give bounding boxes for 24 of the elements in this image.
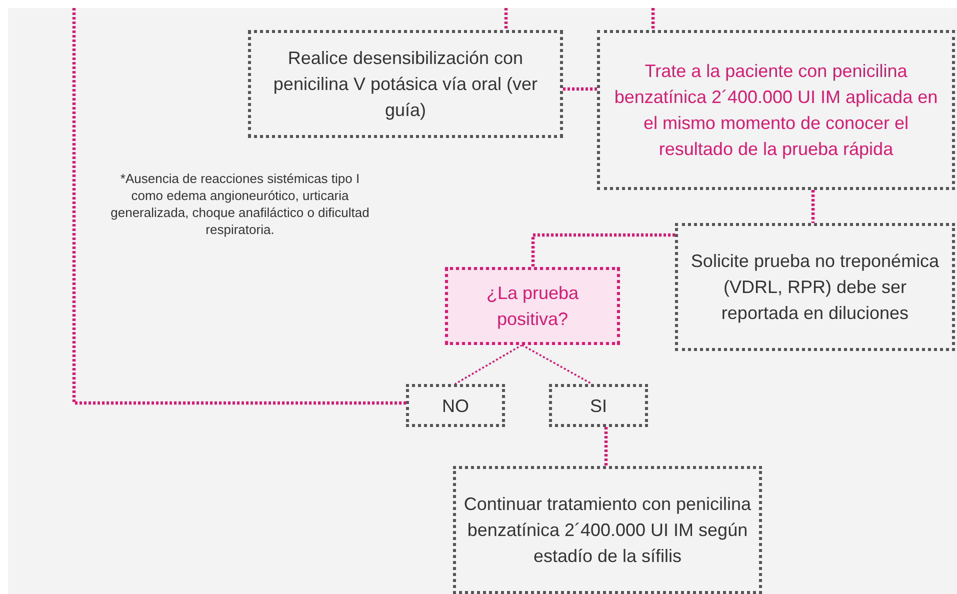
connector-line: [604, 427, 608, 466]
decision-box: [445, 267, 620, 345]
connector-line: [531, 233, 675, 267]
connector-line: [811, 190, 815, 223]
node-text: ¿La prueba positiva?: [485, 282, 580, 331]
connector-line: [651, 8, 655, 30]
connector-line: [504, 8, 508, 30]
process-box: [675, 223, 955, 351]
process-box: [406, 384, 505, 427]
node-text: SI: [588, 394, 608, 418]
process-box: [549, 384, 648, 427]
node-text: Solicite prueba no treponémica (VDRL, RPR) debe ser reportada en diluciones: [690, 250, 940, 325]
process-box: [453, 466, 762, 594]
node-text: Realice desensibilización con penicilina V potásica vía oral (ver guía): [272, 47, 539, 122]
connector-line: [72, 8, 406, 405]
process-box: [248, 30, 563, 138]
node-text: Trate a la paciente con penicilina benzatínica 2´400.000 UI IM aplicada en el mismo momento de conocer el resultado de la prueba rápida: [613, 60, 939, 161]
connector-line: [522, 344, 592, 385]
footnote-text: *Ausencia de reacciones sistémicas tipo I como edema angioneurótico, urticaria generalizada, choque anafiláctico o dificultad respiratoria.: [110, 170, 370, 238]
connector-line: [563, 87, 597, 91]
connector-line: [454, 344, 522, 385]
node-text: Continuar tratamiento con penicilina benzatínica 2´400.000 UI IM según estadío de la sífilis: [462, 493, 752, 568]
process-box: [597, 30, 955, 190]
node-text: NO: [441, 394, 470, 418]
